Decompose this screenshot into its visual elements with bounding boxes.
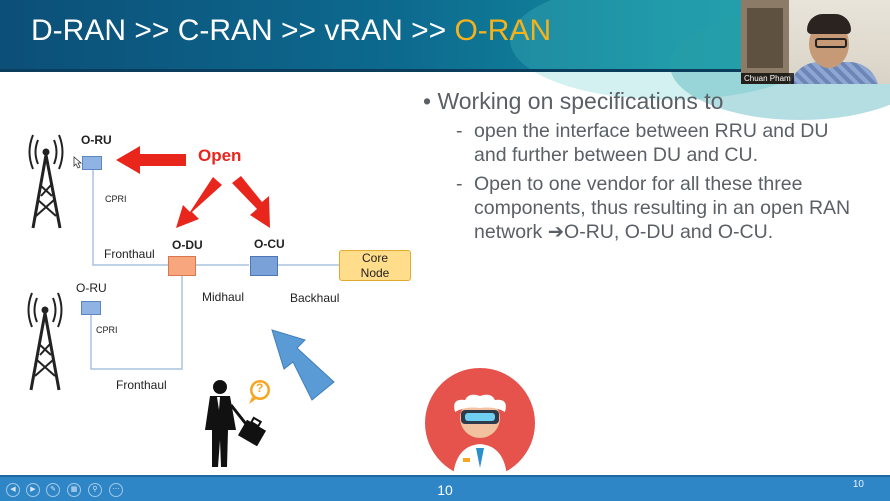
cpri-bottom-label: CPRI	[96, 325, 118, 335]
oru-top-box	[82, 156, 102, 170]
odu-box	[168, 256, 196, 276]
question-mark: ?	[256, 381, 264, 395]
odu-label: O-DU	[172, 238, 203, 252]
zoom-icon[interactable]: ⚲	[88, 483, 102, 497]
mascot-figure	[453, 394, 507, 478]
more-icon[interactable]: ⋯	[109, 483, 123, 497]
question-bubble-icon	[249, 380, 270, 404]
blue-arrow	[271, 329, 335, 401]
presenter-hair	[807, 14, 851, 34]
bullet-main: • Working on specifications to	[423, 88, 724, 114]
fronthaul-bottom-label: Fronthaul	[116, 378, 167, 392]
pen-icon[interactable]: ✎	[46, 483, 60, 497]
vr-mascot-icon	[425, 368, 535, 478]
title-prefix: D-RAN >> C-RAN >> vRAN >>	[31, 14, 455, 47]
bullet-sub-2-text: Open to one vendor for all these three c…	[474, 173, 851, 243]
cell-tower-icon	[28, 134, 64, 229]
fronthaul-bottom-line	[90, 276, 183, 370]
cpri-top-label: CPRI	[105, 194, 127, 204]
open-arrow-left	[116, 146, 186, 174]
fronthaul-top-label: Fronthaul	[104, 247, 155, 261]
core-label-line1: Core	[361, 251, 388, 265]
backhaul-label: Backhaul	[290, 291, 340, 305]
next-icon[interactable]: ▶	[26, 483, 40, 497]
bullet-main-text: Working on specifications to	[437, 88, 724, 114]
dash-marker: -	[456, 120, 463, 142]
oru-bottom-box	[81, 301, 101, 315]
mouse-cursor-icon	[73, 156, 83, 169]
open-arrows	[116, 146, 270, 228]
previous-icon[interactable]: ◀	[6, 483, 20, 497]
bullet-list: • Working on specifications to -open the…	[423, 88, 863, 244]
open-arrow-down-left	[176, 177, 222, 228]
presenter-glasses	[815, 38, 847, 48]
fronthaul-top-line	[92, 168, 168, 266]
slide-title: D-RAN >> C-RAN >> vRAN >> O-RAN	[31, 14, 551, 48]
open-arrow-down-right	[232, 176, 270, 228]
oru-top-label: O-RU	[81, 133, 112, 147]
ocu-label: O-CU	[254, 237, 285, 251]
ocu-box	[250, 256, 278, 276]
dash-marker: -	[456, 173, 463, 195]
open-label: Open	[198, 146, 242, 165]
cell-tower-icon	[27, 292, 63, 391]
presentation-toolbar: ◀ ▶ ✎ ▦ ⚲ ⋯ 10 10	[0, 475, 890, 501]
bullet-sub-1-text: open the interface between RRU and DU an…	[474, 120, 829, 166]
bullet-sub-1: -open the interface between RRU and DU a…	[456, 119, 863, 167]
presenter-name: Chuan Pham	[741, 73, 794, 84]
oru-bottom-label: O-RU	[76, 281, 107, 295]
core-label-line2: Node	[360, 266, 390, 280]
link-lines	[90, 168, 339, 370]
banner-underline	[0, 69, 890, 72]
page-number: 10	[437, 482, 453, 498]
bullet-sub-2: -Open to one vendor for all these three …	[456, 172, 863, 244]
businessman-icon	[205, 380, 267, 467]
slides-icon[interactable]: ▦	[67, 483, 81, 497]
webcam-background	[747, 8, 783, 68]
presenter-body	[789, 62, 879, 84]
midhaul-label: Midhaul	[202, 290, 245, 304]
webcam-video: Chuan Pham	[741, 0, 890, 84]
title-highlight: O-RAN	[454, 14, 552, 47]
slide-number: 10	[852, 479, 864, 490]
